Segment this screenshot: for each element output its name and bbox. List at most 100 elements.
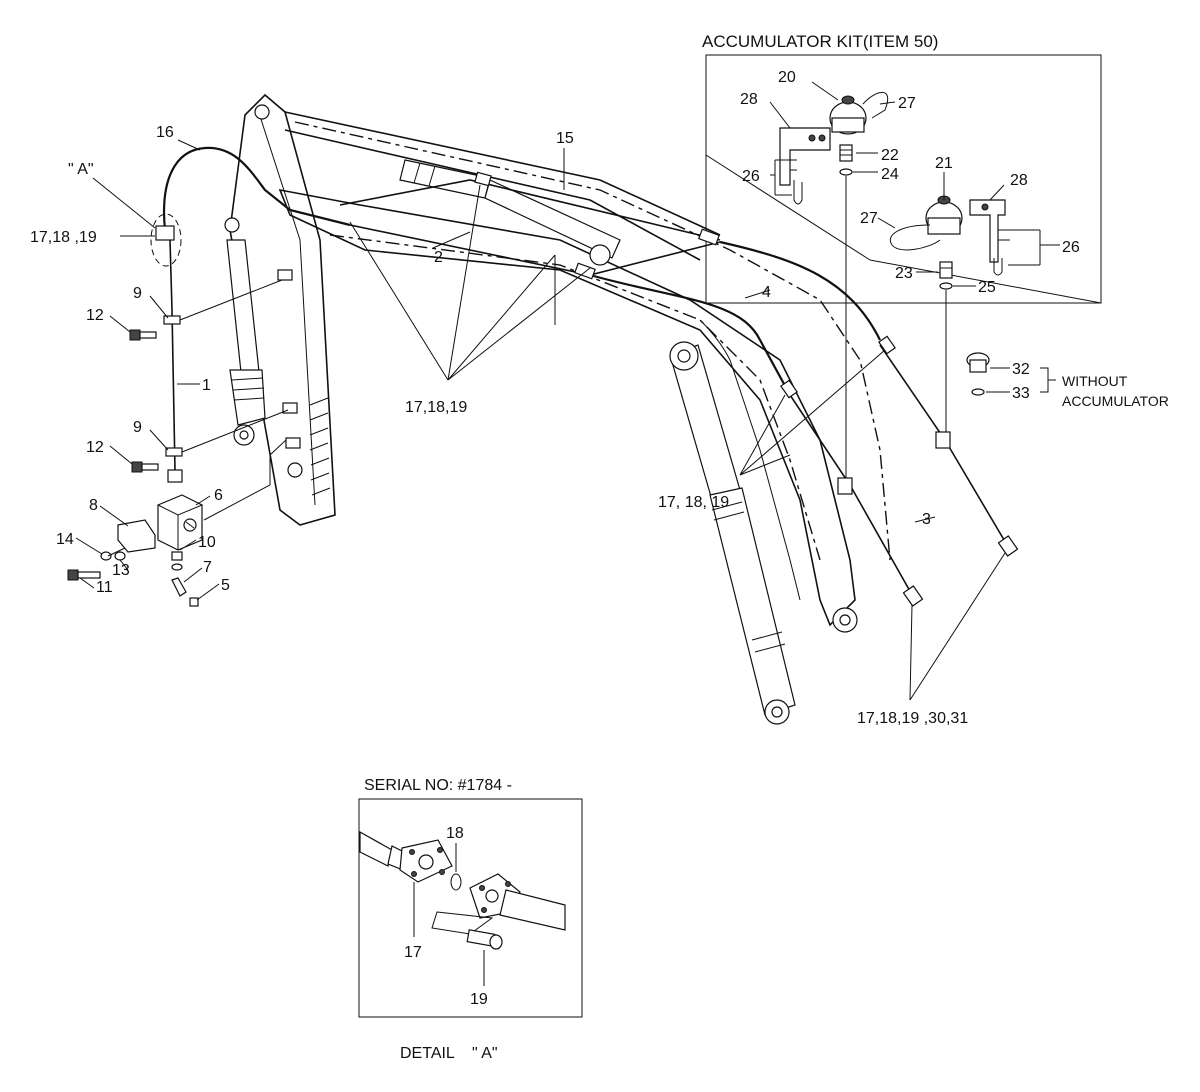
- callout-26-b: 26: [1062, 239, 1080, 256]
- callout-6: 6: [214, 487, 223, 504]
- callout-14: 14: [56, 531, 74, 548]
- elbow-7: [171, 577, 187, 597]
- clamp-pipe-2: [935, 431, 951, 449]
- accumulator-21: [889, 195, 963, 251]
- bracket-28-right: [969, 199, 1010, 276]
- callout-7: 7: [203, 559, 212, 576]
- arm-cylinder: [399, 159, 621, 266]
- bracket-8: [117, 519, 156, 553]
- hose-4: [589, 273, 791, 396]
- fitting-pipe1: [167, 469, 183, 483]
- detail-a-frame: [358, 798, 583, 1018]
- clamp-pipe-1: [837, 477, 853, 495]
- boom-centerline: [294, 121, 891, 561]
- callout-24: 24: [881, 166, 899, 183]
- detail-a-marker: [150, 213, 182, 267]
- callout-22: 22: [881, 147, 899, 164]
- fitting-23: [939, 261, 953, 279]
- callout-9-a: 9: [133, 285, 142, 302]
- callout-leaders: [75, 139, 1006, 701]
- o-ring-10: [171, 563, 183, 571]
- piping: [67, 146, 1019, 607]
- clamp-arm-1: [277, 269, 293, 281]
- callout-10: 10: [198, 534, 216, 551]
- fitting-f: [878, 335, 896, 355]
- detail-pipe-right: [469, 873, 566, 931]
- boom-top-edge: [284, 111, 721, 236]
- hose-4b: [719, 240, 881, 341]
- boom-top-edge-2: [284, 129, 701, 261]
- washer-25: [939, 282, 953, 290]
- callout-25: 25: [978, 279, 996, 296]
- callout-33: 33: [1012, 385, 1030, 402]
- callout-4: 4: [762, 284, 771, 301]
- callout-2: 2: [434, 249, 443, 266]
- plug-5: [189, 597, 199, 607]
- clamp-9-bottom: [165, 447, 183, 457]
- boom-body: [278, 188, 856, 627]
- callout-17-18-19-a: 17,18 ,19: [30, 229, 97, 246]
- washer-24: [839, 168, 853, 176]
- fitting-b: [474, 171, 492, 187]
- callout-11: 11: [96, 579, 113, 596]
- callout-13: 13: [112, 562, 130, 579]
- arm-hatch: [309, 397, 331, 496]
- o-ring-33: [971, 388, 985, 396]
- callout-28-b: 28: [1010, 172, 1028, 189]
- valve-block-6: [157, 494, 203, 551]
- clamp-9-top: [163, 315, 181, 325]
- clamp-arm-3: [285, 437, 301, 449]
- bucket-cylinder: [226, 239, 266, 446]
- callout-21: 21: [935, 155, 953, 172]
- pipe-1: [169, 239, 176, 471]
- callout-26-a: 26: [742, 168, 760, 185]
- washer-13: [114, 551, 126, 561]
- callout-5: 5: [221, 577, 230, 594]
- boom-cylinder: [669, 341, 796, 725]
- callout-28-a: 28: [740, 91, 758, 108]
- accumulator-label: ACCUMULATOR: [1062, 393, 1169, 409]
- clamp-arm-2: [282, 402, 298, 414]
- accumulator-kit-panel: ACCUMULATOR KIT(ITEM 50): [702, 32, 1102, 304]
- bolt-11: [67, 569, 101, 581]
- callout-9-b: 9: [133, 419, 142, 436]
- fitting-22: [839, 144, 853, 162]
- without-accumulator-group: 32 33 WITHOUT ACCUMULATOR: [966, 352, 1169, 409]
- callout-17-18-19-b: 17,18,19: [405, 399, 467, 416]
- fitting-c: [698, 228, 720, 246]
- detail-o-ring-18: [450, 873, 462, 891]
- detail-bolt-19: [431, 911, 503, 950]
- callout-12-b: 12: [86, 439, 104, 456]
- callout-1: 1: [202, 377, 211, 394]
- callout-23: 23: [895, 265, 913, 282]
- serial-number-label: SERIAL NO: #1784 -: [364, 777, 512, 794]
- callout-32: 32: [1012, 361, 1030, 378]
- kit-box-edge: [705, 154, 871, 261]
- detail-pipe-left: [359, 830, 453, 883]
- detail-a-caption: DETAIL " A": [400, 1045, 498, 1062]
- callout-27-a: 27: [898, 95, 916, 112]
- boom-centerline-2: [329, 234, 821, 561]
- bolt-12-top: [129, 329, 157, 341]
- callout-27-b: 27: [860, 210, 878, 227]
- hose-16: [163, 146, 351, 231]
- bolt-12-bottom: [131, 461, 159, 473]
- callout-labels: " A" 16 15 17,18 ,19 9 12 1 9 12 6 8 14 …: [30, 124, 968, 727]
- accumulator-20: [829, 92, 889, 135]
- without-label: WITHOUT: [1062, 373, 1128, 389]
- washer-14: [100, 551, 112, 561]
- callout-16: 16: [156, 124, 174, 141]
- callout-3: 3: [922, 511, 931, 528]
- kit-box-edge-2: [869, 259, 1102, 304]
- callout-17-18-19-c: 17, 18, 19: [658, 494, 729, 511]
- callout-15: 15: [556, 130, 574, 147]
- view-a-label: " A": [68, 161, 94, 178]
- pipe-3a: [789, 394, 916, 601]
- callout-12-a: 12: [86, 307, 104, 324]
- fitting-10: [171, 551, 183, 561]
- bracket-28-left: [779, 127, 831, 205]
- fitting-a: [155, 225, 175, 241]
- fitting-h: [997, 535, 1019, 557]
- fitting-e: [780, 379, 798, 399]
